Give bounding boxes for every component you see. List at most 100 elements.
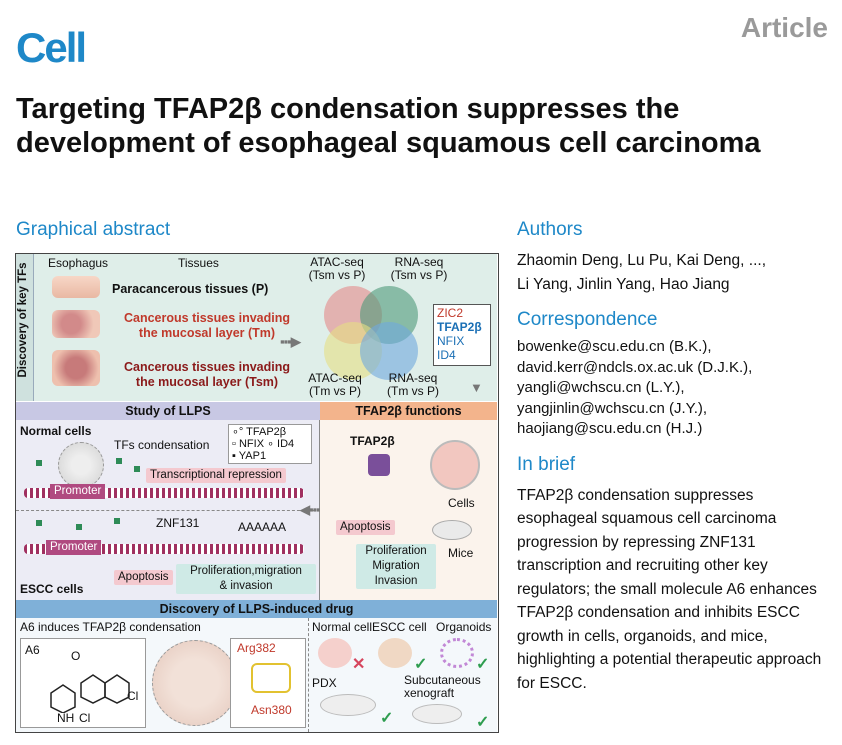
transcriptional-repression-label: Transcriptional repression xyxy=(146,468,286,483)
email-link[interactable]: yangjinlin@wchscu.cn (J.Y.), xyxy=(517,399,708,417)
graphical-abstract-heading: Graphical abstract xyxy=(16,219,171,240)
drug-panel: A6 induces TFAP2β condensation A6 O Cl N… xyxy=(16,618,497,732)
check-icon: ✓ xyxy=(414,656,428,673)
band-tfap2b-functions: TFAP2β functions xyxy=(320,402,497,420)
venn-diagram xyxy=(316,276,436,396)
tfs-condensation-label: TFs condensation xyxy=(114,438,210,452)
tissue-tm-label: Cancerous tissues invading the mucosal l… xyxy=(112,311,302,341)
correspondence-list: bowenke@scu.edu.cn (B.K.), david.kerr@nd… xyxy=(517,337,835,440)
rna-top-line2: (Tsm vs P) xyxy=(390,268,448,282)
proliferation-right-label: Proliferation Migration Invasion xyxy=(356,544,436,589)
mice-label: Mice xyxy=(448,546,474,560)
tissue-p-image xyxy=(52,276,100,298)
tf-legend: ∘° TFAP2β ▫ NFIX ∘ ID4 ▪ YAP1 xyxy=(228,424,312,464)
polya-label: AAAAAA xyxy=(238,520,287,534)
legend-tfap2b: ∘° TFAP2β xyxy=(232,426,287,438)
apoptosis-right-label: Apoptosis xyxy=(336,520,395,535)
tf-particle xyxy=(134,466,140,472)
atac-top-line1: ATAC-seq xyxy=(310,255,364,269)
petri-dish-icon xyxy=(430,440,480,490)
email-link[interactable]: bowenke@scu.edu.cn (B.K.), xyxy=(517,338,712,355)
atac-top-line2: (Tsm vs P) xyxy=(308,268,366,282)
right-column: Authors Zhaomin Deng, Lu Pu, Kai Deng, .… xyxy=(517,219,835,695)
llps-panel: Normal cells TFs condensation ∘° TFAP2β … xyxy=(16,420,321,600)
tfap2b-protein-label: TFAP2β xyxy=(350,434,395,448)
tissue-tsm-line2: the mucosal layer (Tsm) xyxy=(135,375,279,389)
divider xyxy=(16,510,320,511)
dna-escc xyxy=(24,544,304,554)
correspondence-heading: Correspondence xyxy=(517,309,658,330)
side-label-bar: Discovery of key TFs xyxy=(16,254,34,401)
promoter-escc: Promoter xyxy=(46,540,102,555)
authors-line1: Zhaomin Deng, Lu Pu, Kai Deng, ..., xyxy=(517,252,766,269)
band-drug-discovery: Discovery of LLPS-induced drug xyxy=(16,600,497,618)
email-link[interactable]: yangli@wchscu.cn (L.Y.), xyxy=(517,379,685,396)
legend-nfix-id4: ▫ NFIX ∘ ID4 xyxy=(232,438,295,450)
a6-induces-label: A6 induces TFAP2β condensation xyxy=(20,620,201,634)
atac-top-label: ATAC-seq (Tsm vs P) xyxy=(302,256,372,282)
prolif-line1: Proliferation,migration xyxy=(190,565,302,577)
tf-particle xyxy=(76,524,82,530)
tf-particle xyxy=(36,460,42,466)
a6-label: A6 xyxy=(25,643,40,657)
tf-particle xyxy=(36,520,42,526)
tissue-tm-line2: the mucosal layer (Tm) xyxy=(138,326,276,340)
journal-logo: Cell xyxy=(16,24,87,71)
atac-bottom-line2: (Tm vs P) xyxy=(309,384,361,398)
graphical-abstract-figure: Discovery of key TFs Esophagus Tissues P… xyxy=(15,253,499,733)
arrow-down-functions: ▼ xyxy=(470,380,483,395)
email-link[interactable]: haojiang@scu.edu.cn (H.J.) xyxy=(517,420,703,437)
side-label: Discovery of key TFs xyxy=(17,262,29,378)
tissue-p-label: Paracancerous tissues (P) xyxy=(112,282,269,296)
check-icon: ✓ xyxy=(476,656,490,673)
tf-particle xyxy=(114,518,120,524)
cl-atom-1: Cl xyxy=(127,689,139,703)
binding-site-panel: Arg382 Asn380 xyxy=(230,638,306,728)
arg382-label: Arg382 xyxy=(237,641,276,655)
a6-condensate xyxy=(152,640,238,726)
promoter-normal: Promoter xyxy=(50,484,106,499)
cells-label: Cells xyxy=(448,496,475,510)
rna-top-line1: RNA-seq xyxy=(394,255,444,269)
atac-bottom-line1: ATAC-seq xyxy=(308,371,362,385)
a6-binding-icon xyxy=(251,663,291,693)
band-study-llps: Study of LLPS xyxy=(16,402,320,420)
migration-text: Migration xyxy=(372,560,420,572)
tissue-tm-line1: Cancerous tissues invading xyxy=(123,311,291,325)
legend-yap1: ▪ YAP1 xyxy=(232,450,267,462)
tissue-tsm-label: Cancerous tissues invading the mucosal l… xyxy=(112,360,302,390)
authors-line2: Li Yang, Jinlin Yang, Hao Jiang xyxy=(517,276,730,293)
escc-cells-label: ESCC cells xyxy=(20,582,84,596)
escc-cell-icon xyxy=(378,638,412,668)
rna-bottom-line1: RNA-seq xyxy=(388,371,438,385)
arrow-from-functions: ◀▪▪▪ xyxy=(300,502,321,517)
pdx-label: PDX xyxy=(312,676,337,690)
tf-particle xyxy=(116,458,122,464)
separator xyxy=(308,618,309,732)
tissue-tm-image xyxy=(52,310,100,338)
article-type-label: Article xyxy=(740,12,828,43)
check-icon: ✓ xyxy=(476,714,490,731)
paper-title: Targeting TFAP2β condensation suppresses… xyxy=(16,93,761,159)
check-icon: ✓ xyxy=(380,710,394,727)
key-tf-list: ZIC2 TFAP2β NFIX ID4 xyxy=(433,304,491,366)
normal-cells-label: Normal cells xyxy=(20,424,92,438)
mouse-icon xyxy=(432,520,472,540)
rna-top-label: RNA-seq (Tsm vs P) xyxy=(384,256,454,282)
znf131-label: ZNF131 xyxy=(156,516,200,530)
apoptosis-label: Apoptosis xyxy=(114,570,173,585)
tf-tfap2b: TFAP2β xyxy=(437,320,482,334)
tf-nfix: NFIX xyxy=(437,334,465,348)
tissue-tsm-line1: Cancerous tissues invading xyxy=(123,360,291,374)
email-link[interactable]: david.kerr@ndcls.ox.ac.uk (D.J.K.), xyxy=(517,358,753,376)
organoids-label: Organoids xyxy=(436,620,492,634)
subcutaneous-label: Subcutaneous xenograft xyxy=(404,674,481,700)
key-tfs-panel: Discovery of key TFs Esophagus Tissues P… xyxy=(16,254,497,401)
in-brief-text: TFAP2β condensation suppresses esophagea… xyxy=(517,486,822,692)
proliferation-migration-label: Proliferation,migration & invasion xyxy=(176,564,316,594)
dna-normal xyxy=(24,488,304,498)
tissues-label: Tissues xyxy=(178,256,219,270)
subcutaneous-line2: xenograft xyxy=(404,686,455,700)
pdx-mouse-icon xyxy=(320,694,376,716)
rna-bottom-label: RNA-seq (Tm vs P) xyxy=(378,372,448,398)
